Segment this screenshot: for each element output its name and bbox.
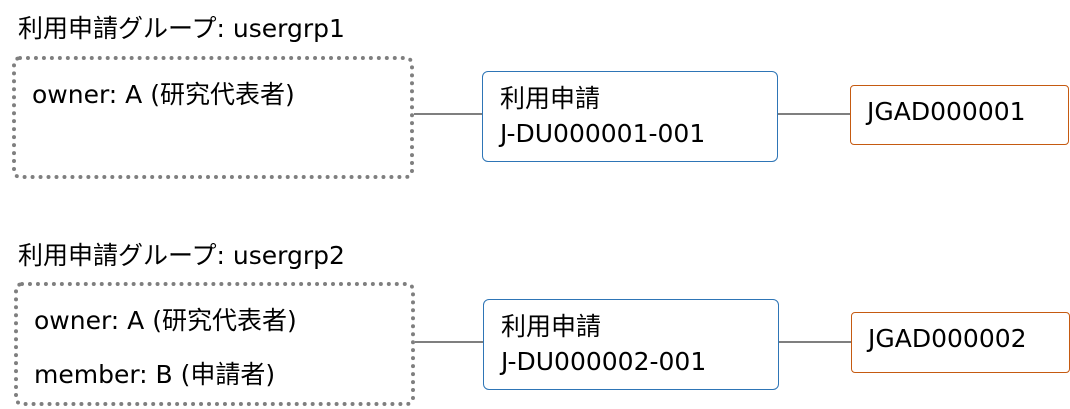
application-2-label: 利用申請: [501, 312, 602, 341]
group-2-box: owner: A (研究代表者) member: B (申請者): [14, 282, 415, 406]
dataset-1-box: JGAD000001: [850, 85, 1069, 145]
group-2-title: 利用申請グループ: usergrp2: [18, 241, 345, 270]
application-1-id: J-DU000001-001: [500, 119, 706, 148]
group-2-to-application-connector: [415, 341, 484, 343]
group-2-member-owner: owner: A (研究代表者): [34, 306, 297, 335]
application-1-label: 利用申請: [500, 84, 601, 113]
application-2-id: J-DU000002-001: [501, 347, 707, 376]
dataset-2-box: JGAD000002: [851, 312, 1070, 373]
group-2-member-member: member: B (申請者): [34, 360, 276, 389]
application-1-to-dataset-connector: [778, 113, 851, 115]
group-1-title: 利用申請グループ: usergrp1: [18, 14, 345, 43]
group-1-box: owner: A (研究代表者): [12, 56, 414, 179]
application-1-box: 利用申請 J-DU000001-001: [482, 71, 778, 162]
dataset-1-id: JGAD000001: [867, 97, 1026, 126]
dataset-2-id: JGAD000002: [868, 324, 1027, 353]
application-2-box: 利用申請 J-DU000002-001: [483, 299, 779, 390]
group-1-member-owner: owner: A (研究代表者): [32, 80, 295, 109]
group-1-to-application-connector: [414, 113, 483, 115]
application-2-to-dataset-connector: [779, 341, 852, 343]
